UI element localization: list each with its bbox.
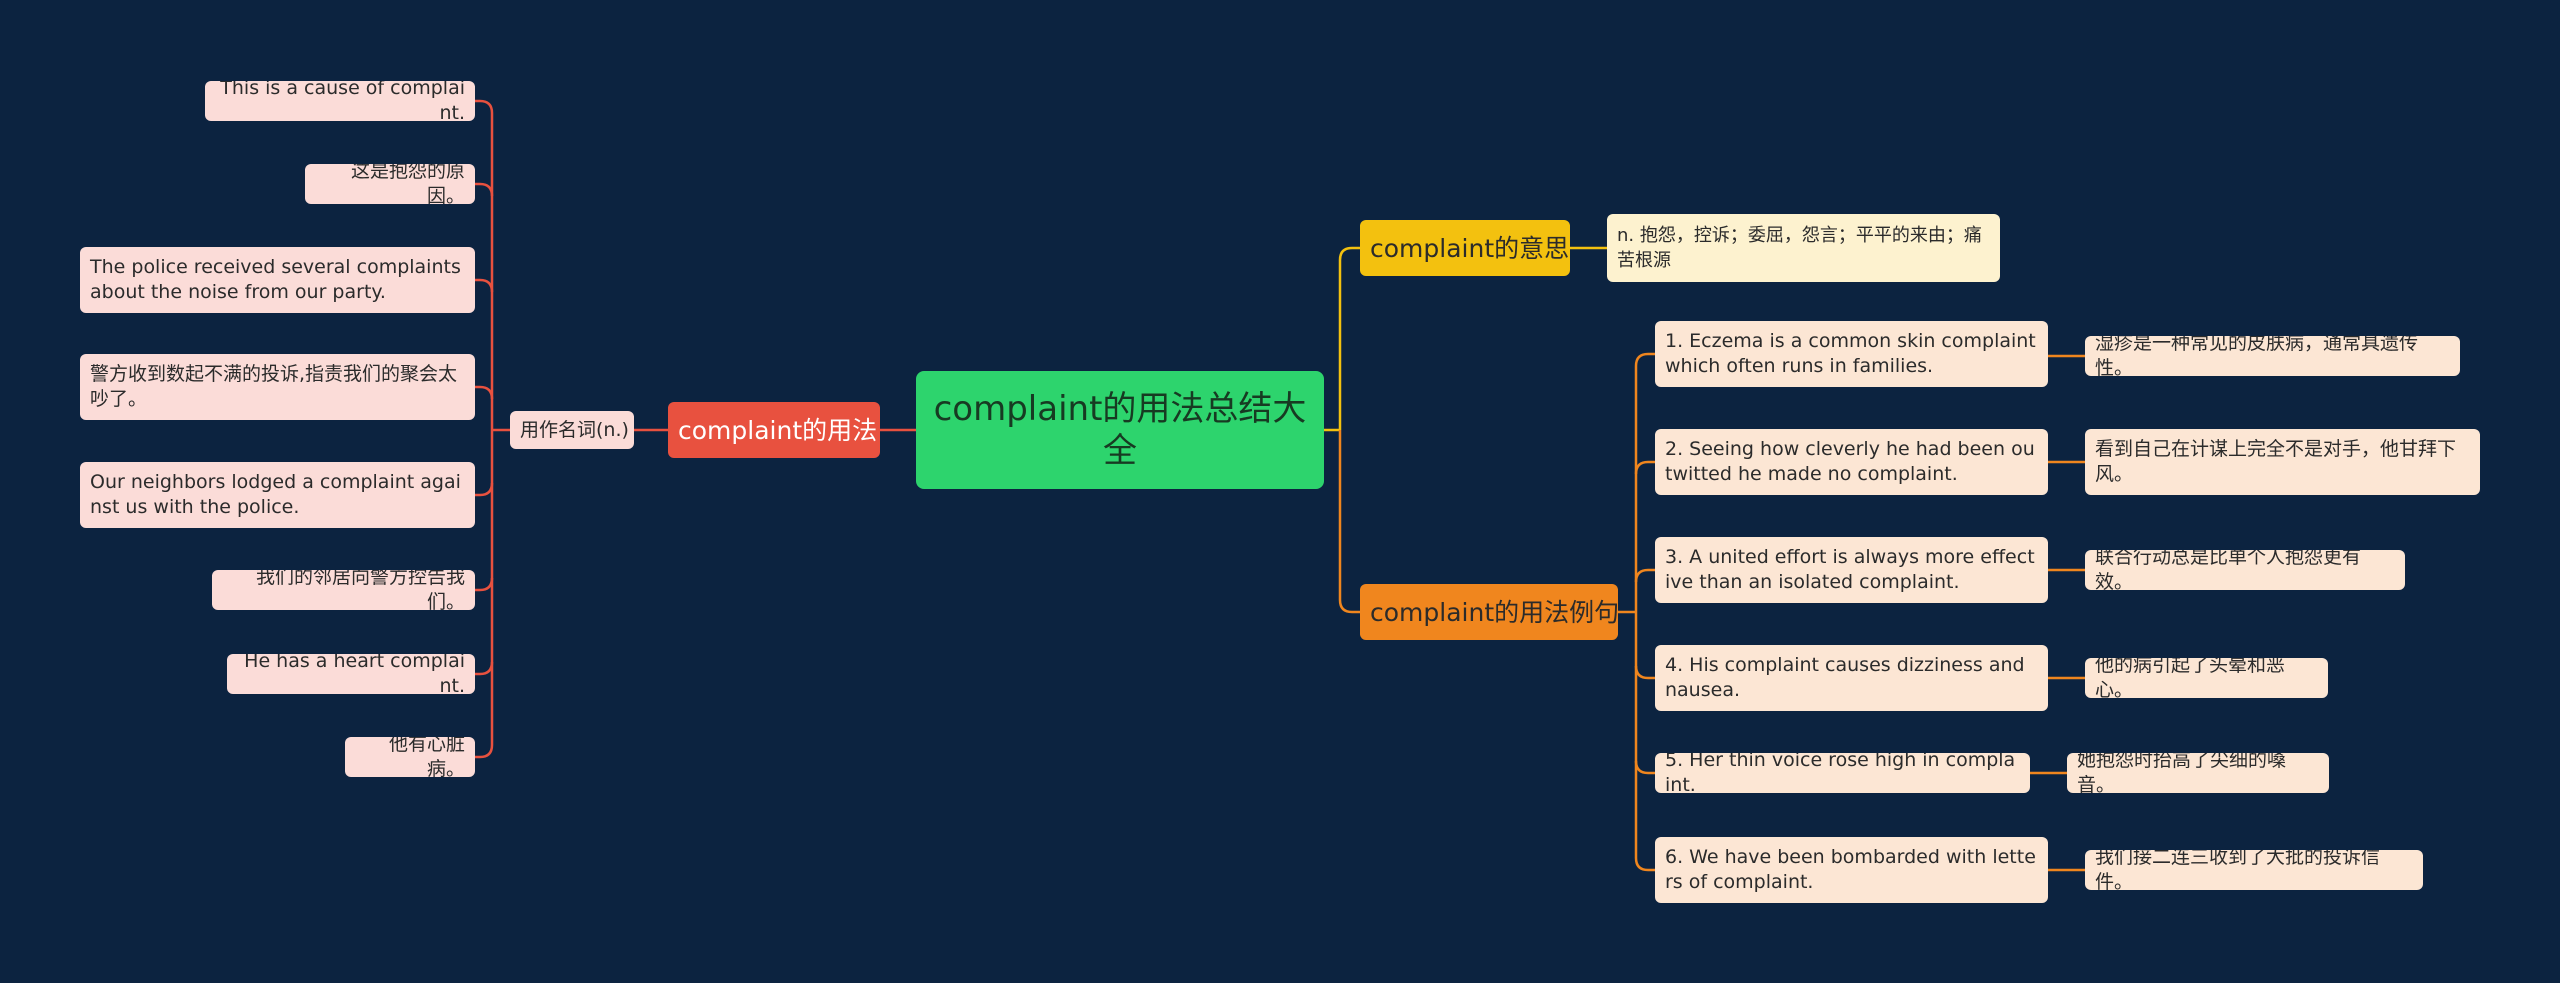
usage-item[interactable]: Our neighbors lodged a complaint against…: [80, 462, 475, 528]
connector-left-leaf: [475, 482, 494, 497]
usage-item[interactable]: 这是抱怨的原因。: [305, 164, 475, 204]
usage-item[interactable]: The police received several complaints a…: [80, 247, 475, 313]
branch-meaning[interactable]: complaint的意思: [1360, 220, 1570, 276]
example-sentence-en[interactable]: 6. We have been bombarded with letters o…: [1655, 837, 2048, 903]
example-sentence-zh[interactable]: 她抱怨时抬高了尖细的嗓音。: [2067, 753, 2329, 793]
branch-examples[interactable]: complaint的用法例句: [1360, 584, 1618, 640]
example-sentence-zh[interactable]: 他的病引起了头晕和恶心。: [2085, 658, 2328, 698]
branch-examples-label: complaint的用法例句: [1370, 597, 1618, 627]
usage-item[interactable]: 我们的邻居向警方控告我们。: [212, 570, 475, 610]
subtopic-noun-usage-label: 用作名词(n.): [520, 418, 629, 441]
connector-left-leaf: [475, 182, 494, 197]
subtopic-noun-usage[interactable]: 用作名词(n.): [510, 411, 634, 449]
branch-usage[interactable]: complaint的用法: [668, 402, 880, 458]
usage-item[interactable]: This is a cause of complaint.: [205, 81, 475, 121]
connector-root-examples: [1338, 430, 1360, 614]
example-sentence-zh[interactable]: 我们接二连三收到了大批的投诉信件。: [2085, 850, 2423, 890]
usage-item[interactable]: 他有心脏病。: [345, 737, 475, 777]
branch-meaning-label: complaint的意思: [1370, 233, 1570, 263]
connector-left-leaf: [475, 99, 494, 114]
connector-left-leaf: [475, 278, 494, 293]
example-sentence-en[interactable]: 1. Eczema is a common skin complaint whi…: [1655, 321, 2048, 387]
connector-right-leaf: [1634, 460, 1655, 475]
usage-item[interactable]: 警方收到数起不满的投诉,指责我们的聚会太吵了。: [80, 354, 475, 420]
connector-right-leaf: [1634, 857, 1655, 872]
example-sentence-zh[interactable]: 湿疹是一种常见的皮肤病，通常具遗传性。: [2085, 336, 2460, 376]
connector-left-leaf: [475, 661, 494, 676]
connector-right-leaf: [1634, 665, 1655, 680]
example-sentence-en[interactable]: 2. Seeing how cleverly he had been outwi…: [1655, 429, 2048, 495]
connector-left-leaf: [475, 744, 494, 759]
example-sentence-en[interactable]: 5. Her thin voice rose high in complaint…: [1655, 753, 2030, 793]
connector-right-leaf: [1634, 568, 1655, 583]
root-topic-label: complaint的用法总结大全: [933, 389, 1307, 471]
connector-right-leaf: [1634, 760, 1655, 775]
connector-left-leaf: [475, 385, 494, 400]
root-topic[interactable]: complaint的用法总结大全: [916, 371, 1324, 489]
connector-right-leaf: [1634, 352, 1655, 367]
connector-left-leaf: [475, 577, 494, 592]
usage-item[interactable]: He has a heart complaint.: [227, 654, 475, 694]
connector-root-meaning: [1338, 246, 1360, 430]
example-sentence-en[interactable]: 4. His complaint causes dizziness and na…: [1655, 645, 2048, 711]
branch-usage-label: complaint的用法: [678, 415, 878, 445]
example-sentence-zh[interactable]: 看到自己在计谋上完全不是对手，他甘拜下风。: [2085, 429, 2480, 495]
example-sentence-en[interactable]: 3. A united effort is always more effect…: [1655, 537, 2048, 603]
meaning-definition[interactable]: n. 抱怨，控诉；委屈，怨言；平平的来由；痛苦根源: [1607, 214, 2000, 282]
example-sentence-zh[interactable]: 联合行动总是比单个人抱怨更有效。: [2085, 550, 2405, 590]
